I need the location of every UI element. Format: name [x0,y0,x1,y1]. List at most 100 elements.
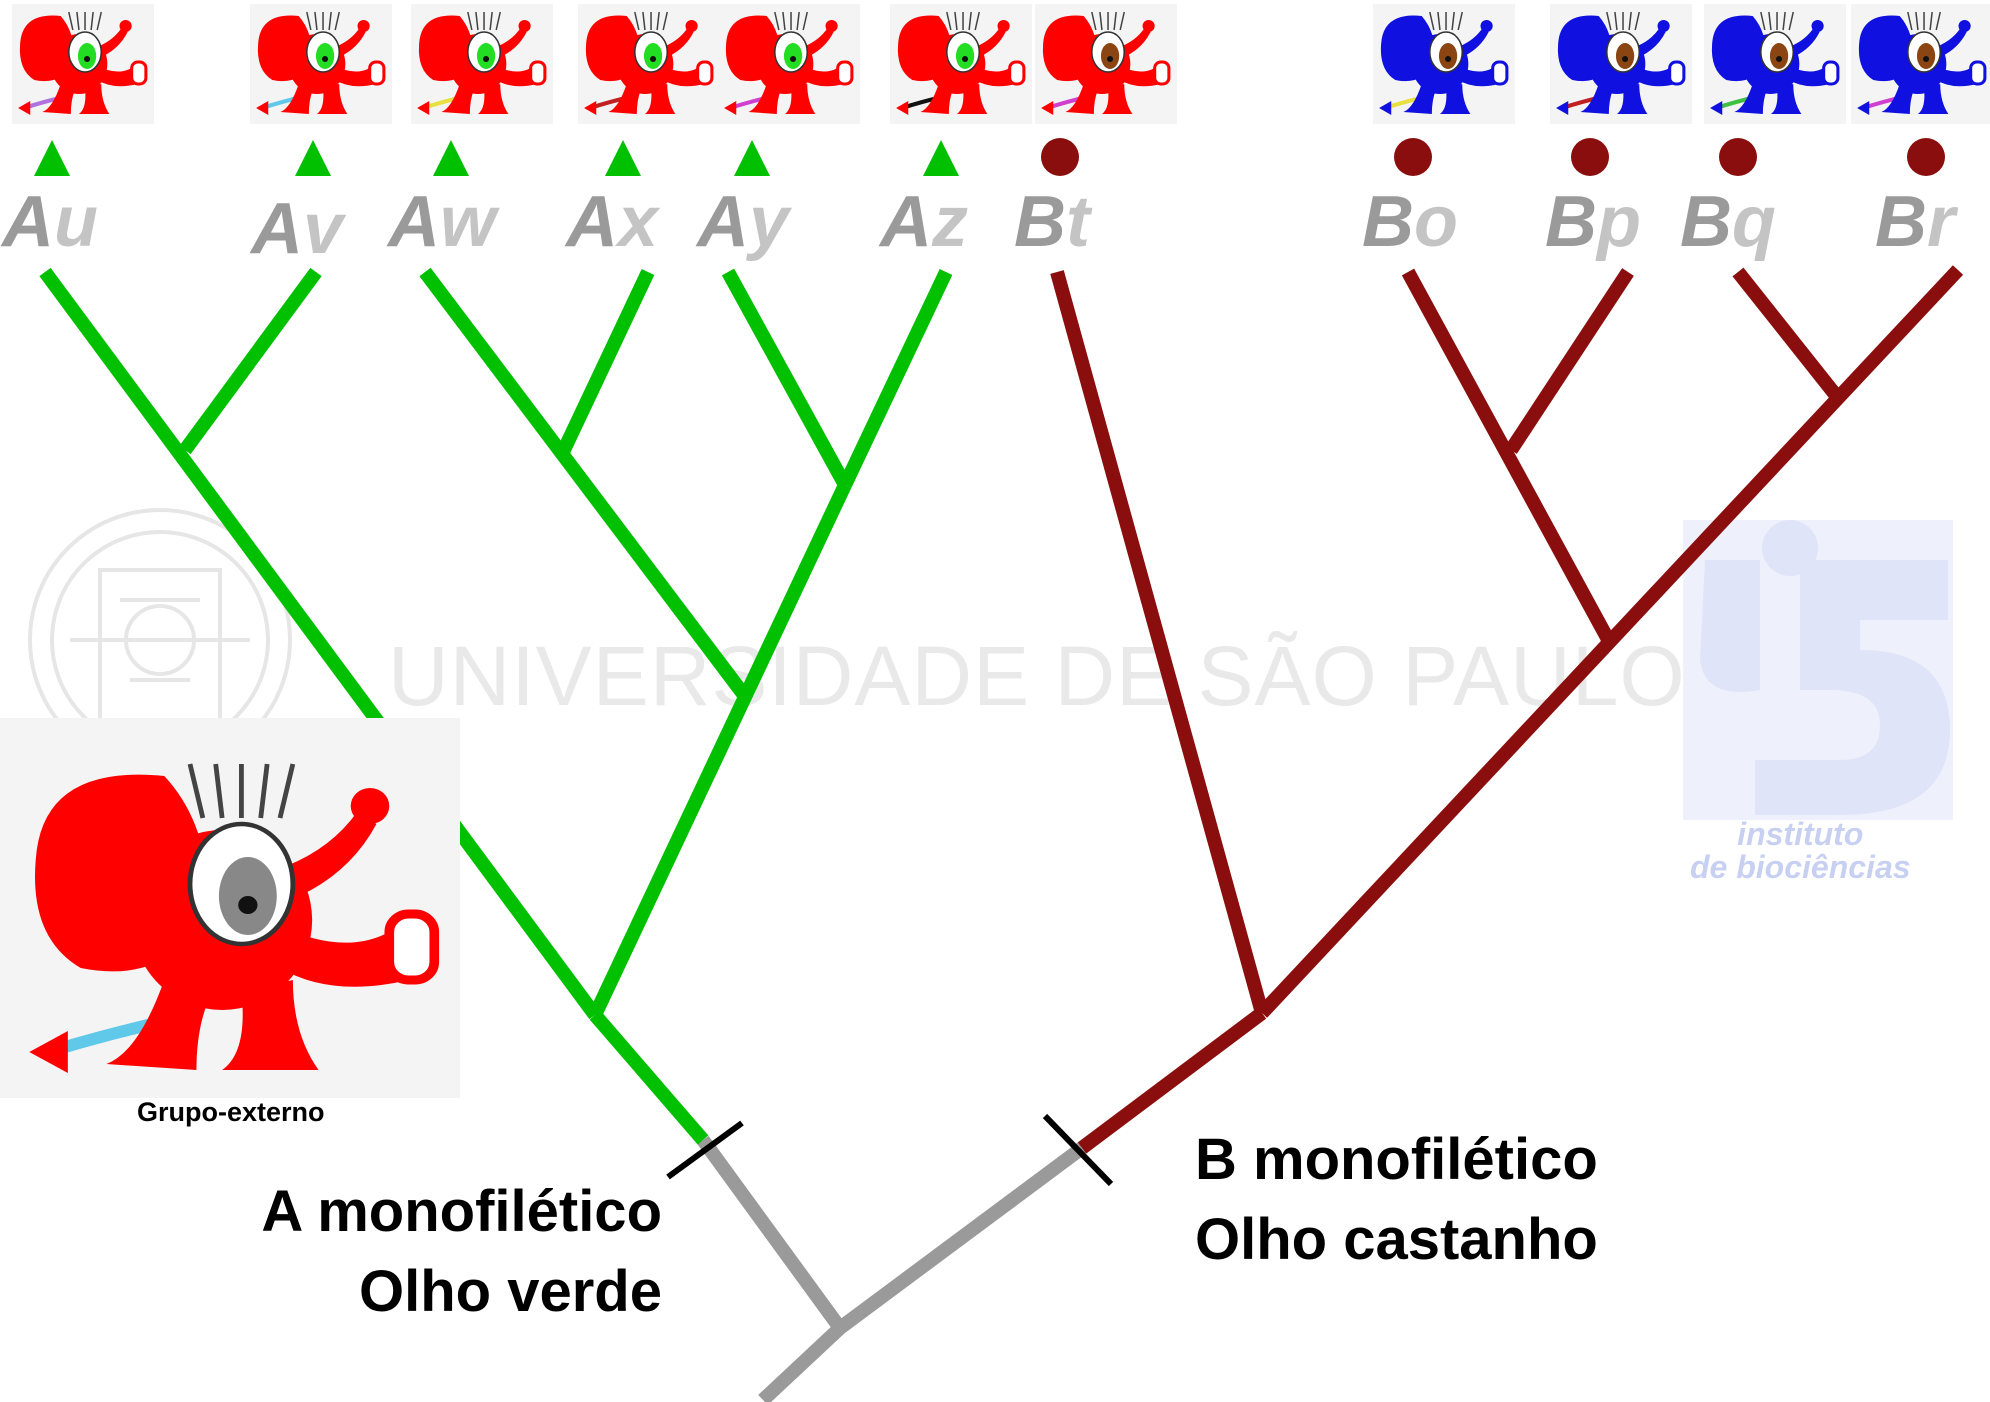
creature-eyelash [187,763,206,819]
creature-eyelash [314,11,318,31]
creature-eyelash [475,11,479,31]
creature-leg [280,84,313,114]
creature-pupil [650,56,657,62]
creature-eyelash [1788,11,1794,31]
creature-eyelash [954,11,958,31]
creature-tail-tip [1379,101,1392,115]
creature-raised-arm [1460,28,1489,56]
creature-eyelash [213,763,225,819]
creature-hand [1822,60,1840,86]
creature-iris [783,43,803,69]
clade-b-branch [1077,1007,1267,1154]
creature-pupil [962,56,969,62]
triangle-marker-icon [923,140,959,176]
creature-hand [1491,60,1509,86]
creature-tail-tip [1041,101,1054,115]
creature-leg [1881,84,1914,114]
creature-eyelash [1915,11,1919,31]
creature-leg [222,980,319,1070]
creature-leg [920,84,953,114]
clade-a-branch [556,269,655,455]
creature-iris [1100,43,1120,69]
creature-eyelash [1429,11,1435,31]
clade-a-tick [666,1120,744,1180]
creature-eyelash [489,11,493,31]
creature-eyelash [68,11,74,31]
creature-leg [1101,84,1133,114]
taxon-label-ay: Ay [697,182,790,262]
creature-eyelash [1614,11,1618,31]
creature-iris [1615,43,1635,69]
taxon-label-bt: Bt [1014,182,1090,262]
creature-leg [1403,84,1436,114]
creature-eyelash [96,11,102,31]
creature-eyelash [277,763,296,819]
creature-raised-hand [1657,20,1670,32]
creature-eyelash [1113,11,1117,31]
creature-eyelash [1907,11,1913,31]
creature-arm [803,66,844,87]
triangle-marker-icon [295,140,331,176]
creature-leg [1439,84,1471,114]
creature-arm [975,66,1016,87]
creature-arm [97,66,138,87]
creature-iris [1438,43,1458,69]
creature-hand [529,60,547,86]
creature-icon-ax [578,4,720,124]
creature-eyelash [802,11,808,31]
circle-marker-icon [1719,138,1757,176]
creature-eyelash [634,11,640,31]
outgroup-creature-icon [29,763,440,1073]
clade-a-branch [589,1010,709,1145]
taxon-label-bp: Bp [1545,182,1641,262]
creature-iris [476,43,496,69]
creature-raised-arm [1637,28,1666,56]
creature-eyelash [968,11,972,31]
circle-marker-icon [1041,138,1079,176]
creature-tail-tip [896,101,909,115]
creature-tail-tip [29,1031,68,1073]
creature-eyelash [306,11,312,31]
creature-leg [78,84,110,114]
creature-eyelash [1929,11,1933,31]
creature-raised-hand [1811,20,1824,32]
creature-leg [1065,84,1098,114]
clade-b-tick [1042,1113,1114,1187]
creature-raised-hand [825,20,838,32]
creature-raised-hand [119,20,132,32]
taxon-label-au: Au [2,182,98,262]
creature-leg [42,84,75,114]
root-branch [758,1322,845,1402]
creature-eyelash [774,11,780,31]
creature-tail-tip [256,101,269,115]
creature-eyelash [1768,11,1772,31]
creature-eyelash [782,11,786,31]
creature-pupil [322,56,329,62]
creature-tail-tip [584,101,597,115]
creature-pupil [790,56,797,62]
creature-leg [644,84,676,114]
creature-arm [1635,66,1676,87]
clade-a-branch [588,482,852,1018]
creature-eyelash [90,11,94,31]
triangle-marker-icon [34,140,70,176]
creature-eyelash [642,11,646,31]
creature-pupil [1445,56,1452,62]
triangle-marker-icon [433,140,469,176]
creature-icon-br [1851,4,1990,124]
circle-marker-icon [1394,138,1432,176]
creature-icon-az [890,4,1032,124]
triangle-marker-icon [605,140,641,176]
creature-pupil [238,896,258,914]
creature-iris [1769,43,1789,69]
creature-tail-tip [724,101,737,115]
creature-iris [955,43,975,69]
creature-leg [1770,84,1802,114]
creature-raised-hand [685,20,698,32]
clade-b-caption-line-2: Olho castanho [1195,1207,1598,1273]
creature-raised-arm [665,28,694,56]
creature-icon-av [250,4,392,124]
creature-arm [1458,66,1499,87]
